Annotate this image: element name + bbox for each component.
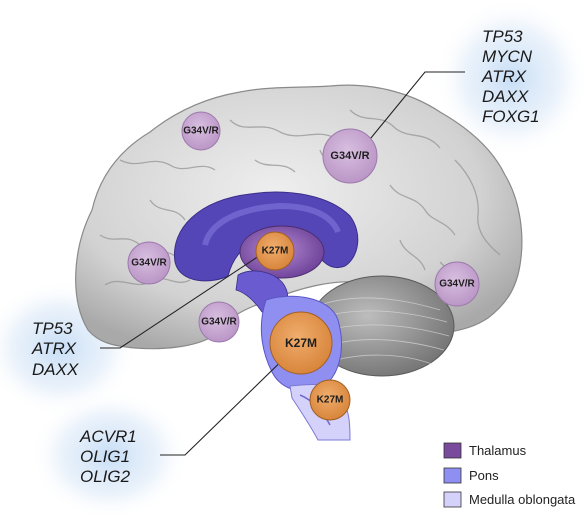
cerebellum bbox=[309, 275, 455, 377]
gene-label: ATRX bbox=[31, 339, 77, 358]
leader-lines bbox=[100, 71, 465, 456]
mutation-g34-lower: G34V/R bbox=[198, 301, 240, 343]
gene-label: DAXX bbox=[32, 360, 79, 379]
mutation-label: K27M bbox=[262, 246, 289, 257]
gene-label: ATRX bbox=[481, 67, 527, 86]
gene-group-top-right: TP53 MYCN ATRX DAXX FOXG1 bbox=[481, 27, 540, 126]
gene-label: FOXG1 bbox=[482, 107, 540, 126]
gene-label: TP53 bbox=[32, 319, 73, 338]
mutation-g34-left: G34V/R bbox=[127, 241, 171, 285]
mutation-g34-top-left: G34V/R bbox=[181, 111, 221, 151]
legend-item-pons: Pons bbox=[443, 467, 499, 484]
legend-item-thalamus: Thalamus bbox=[443, 442, 527, 459]
gene-label: OLIG2 bbox=[80, 467, 131, 486]
mutation-k27-pons: K27M bbox=[269, 311, 333, 375]
legend: Thalamus Pons Medulla oblongata bbox=[443, 442, 576, 508]
mutation-g34-top-right: G34V/R bbox=[322, 128, 378, 184]
legend-label: Medulla oblongata bbox=[469, 492, 576, 507]
mutation-label: G34V/R bbox=[131, 258, 167, 269]
mutation-label: K27M bbox=[285, 336, 317, 350]
gene-group-mid-left: TP53 ATRX DAXX bbox=[31, 319, 79, 379]
legend-swatch bbox=[443, 442, 462, 459]
mutation-g34-right: G34V/R bbox=[434, 261, 480, 307]
mutation-label: K27M bbox=[317, 395, 344, 406]
mutation-label: G34V/R bbox=[330, 150, 369, 162]
mutation-k27-medulla: K27M bbox=[309, 379, 351, 421]
gene-label: OLIG1 bbox=[80, 447, 130, 466]
mutation-label: G34V/R bbox=[201, 317, 237, 328]
legend-item-medulla: Medulla oblongata bbox=[443, 491, 576, 508]
gene-label: TP53 bbox=[482, 27, 523, 46]
legend-label: Thalamus bbox=[469, 443, 527, 458]
legend-swatch bbox=[443, 467, 462, 484]
glow-top-right bbox=[434, 0, 584, 158]
mutation-label: G34V/R bbox=[439, 279, 475, 290]
mutation-k27-thalamus: K27M bbox=[255, 231, 295, 271]
mutation-label: G34V/R bbox=[183, 126, 219, 137]
legend-label: Pons bbox=[469, 468, 499, 483]
legend-swatch bbox=[443, 491, 462, 508]
gene-label: MYCN bbox=[482, 47, 533, 66]
gene-label: ACVR1 bbox=[79, 427, 137, 446]
gene-label: DAXX bbox=[482, 87, 529, 106]
gene-group-bottom-left: ACVR1 OLIG1 OLIG2 bbox=[79, 427, 137, 486]
glow-bottom-left bbox=[30, 390, 190, 514]
